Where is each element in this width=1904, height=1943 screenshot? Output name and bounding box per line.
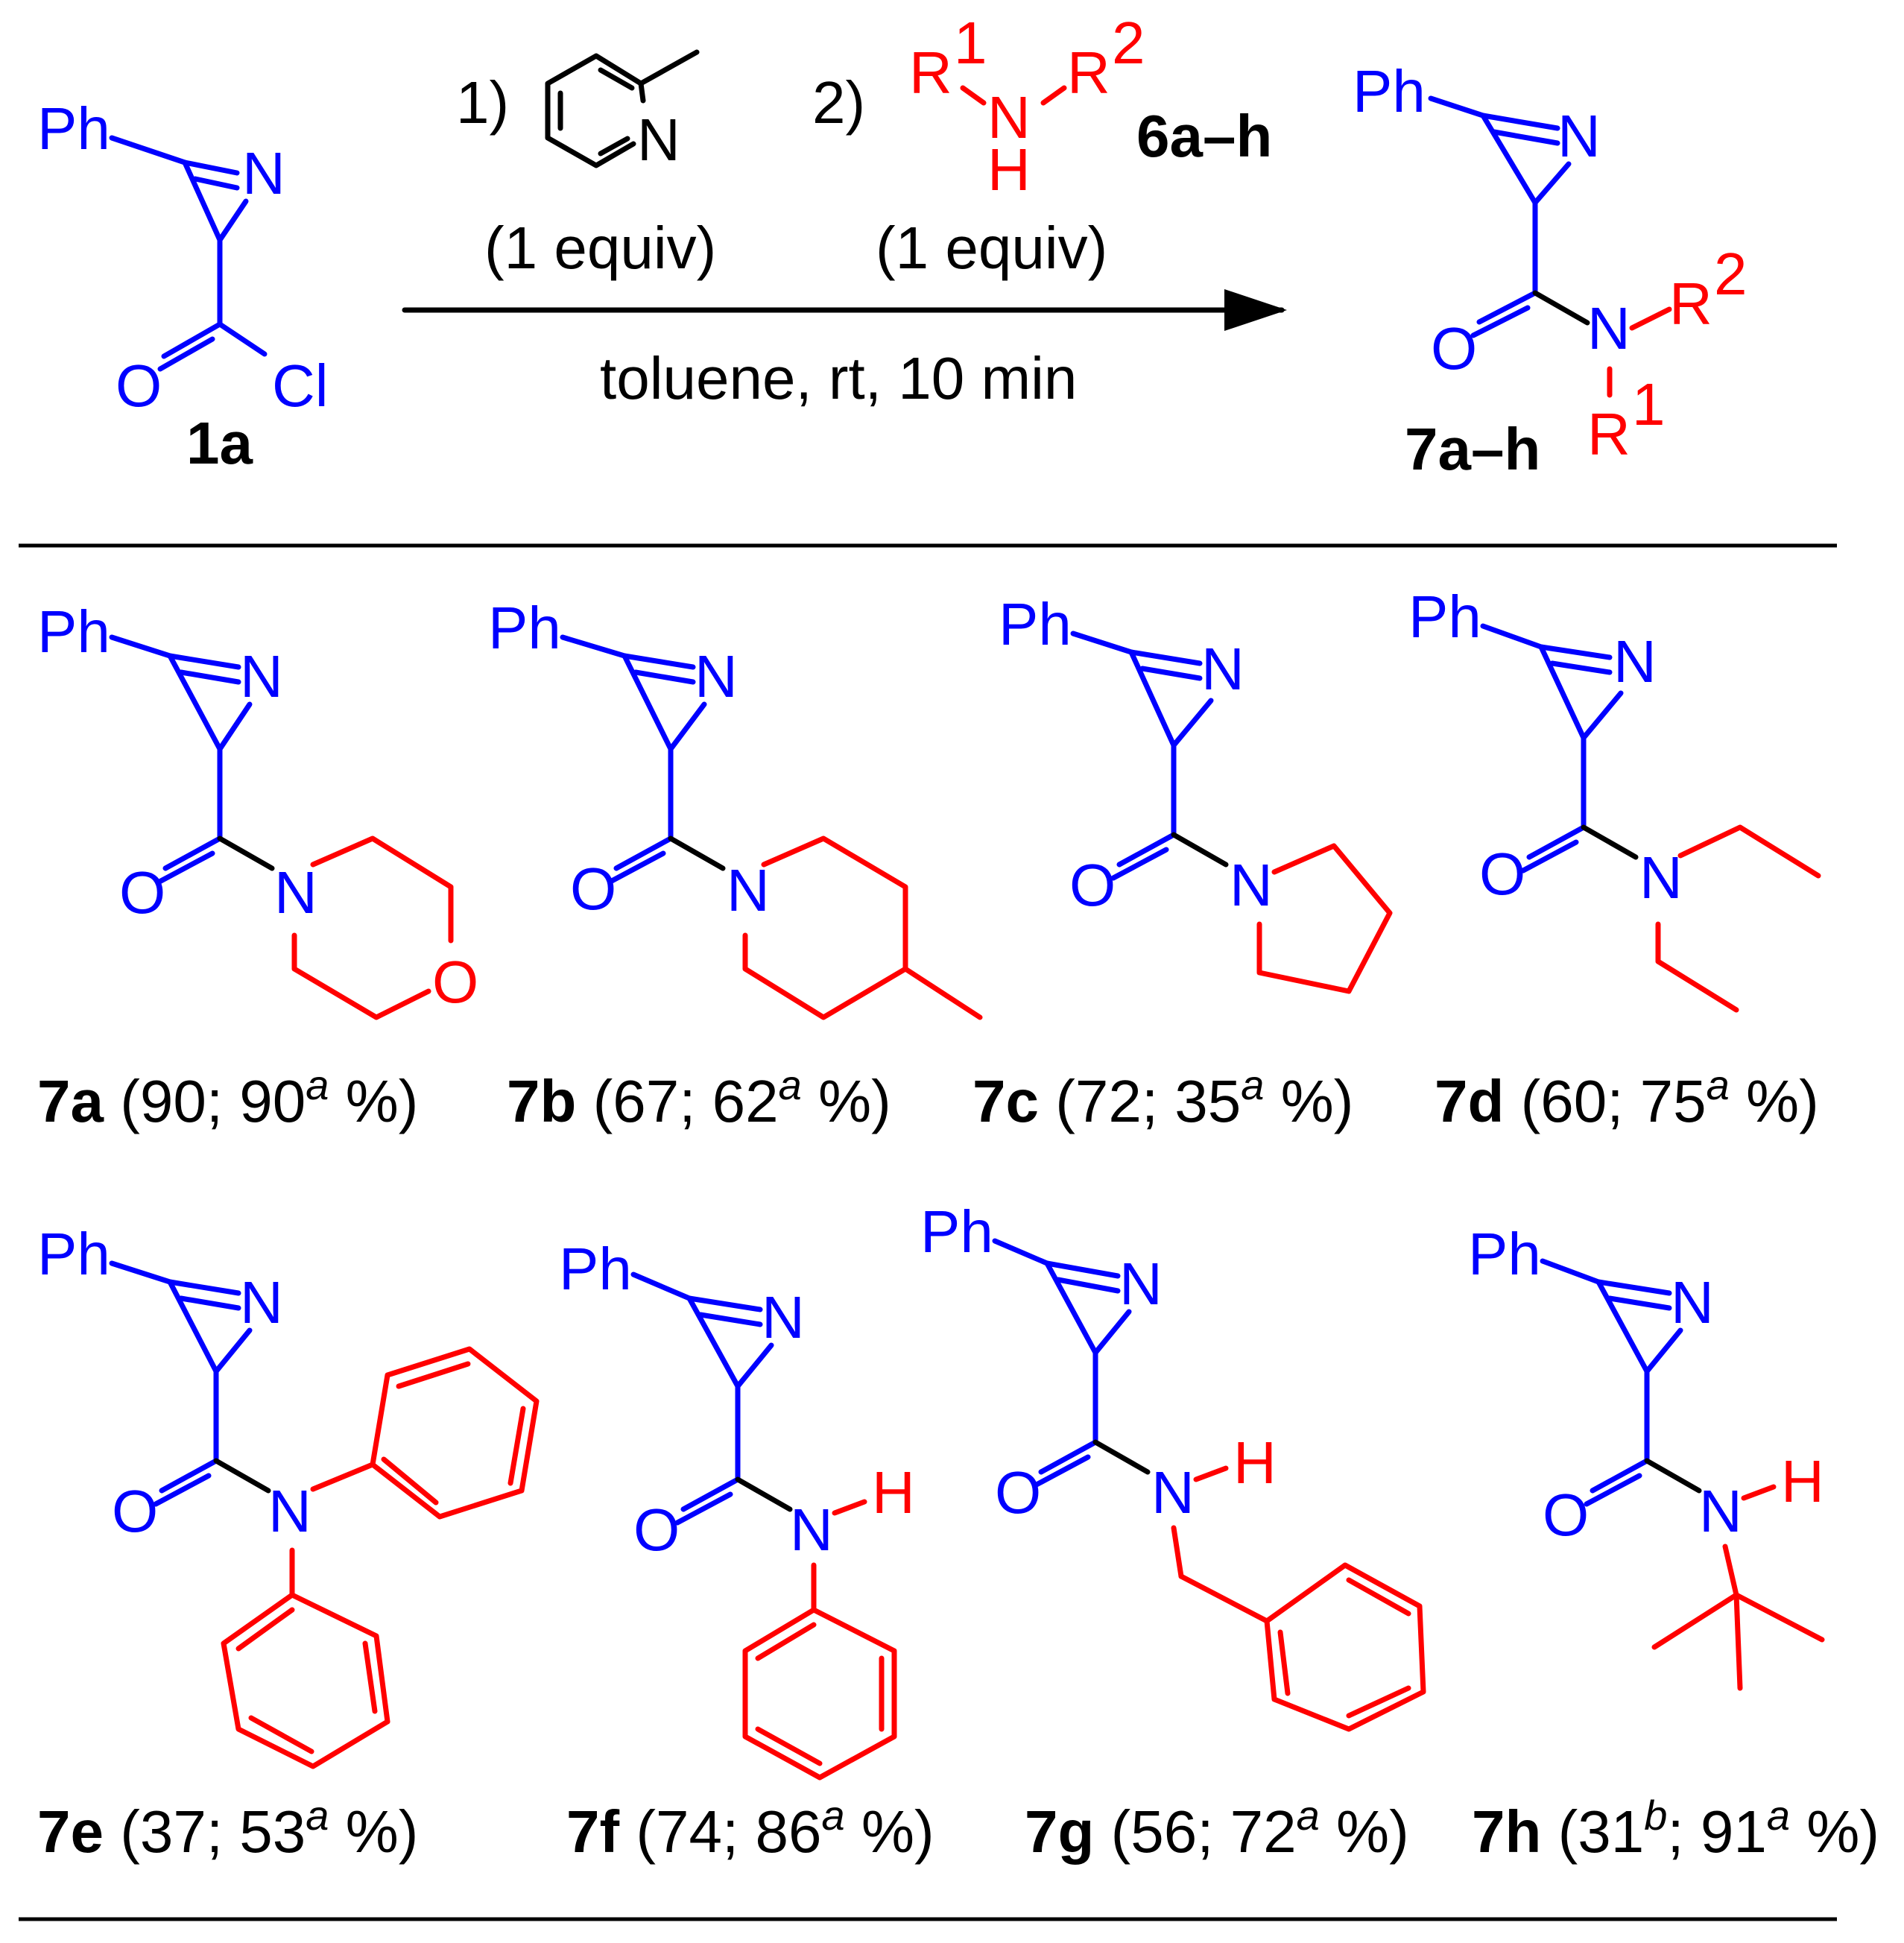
svg-text:N: N (240, 1269, 283, 1336)
svg-text:O: O (119, 859, 165, 926)
svg-text:N: N (268, 1478, 311, 1544)
chlorine-atom: Cl (272, 353, 329, 419)
svg-text:N: N (240, 643, 283, 710)
svg-text:H: H (1781, 1448, 1824, 1514)
svg-text:Ph: Ph (1353, 58, 1426, 124)
product-7f-structure: Ph N O N H (559, 1236, 915, 1781)
svg-text:N: N (1151, 1459, 1195, 1526)
svg-text:O: O (1543, 1482, 1589, 1548)
yield-7c: 7c (72; 35a %) (972, 1061, 1353, 1134)
svg-text:H: H (1233, 1429, 1277, 1496)
svg-text:H: H (987, 136, 1031, 203)
svg-text:Ph: Ph (999, 591, 1072, 657)
svg-text:1: 1 (1632, 371, 1666, 437)
svg-text:N: N (1557, 103, 1601, 169)
svg-text:N: N (1587, 295, 1631, 361)
reactant-1a-structure: Ph N O Cl (37, 95, 329, 419)
svg-text:7g (56; 72a %): 7g (56; 72a %) (1025, 1792, 1409, 1865)
step2-equiv: (1 equiv) (876, 215, 1107, 281)
svg-text:O: O (1479, 841, 1525, 907)
product-7g-structure: Ph N O N H (920, 1198, 1426, 1732)
azirine-nitrogen: N (242, 140, 285, 206)
svg-text:R: R (1669, 271, 1712, 337)
product-7c-structure: Ph N O N (999, 591, 1393, 994)
svg-text:N: N (1201, 636, 1244, 702)
2-methylpyridine-structure: N (545, 49, 700, 173)
svg-text:O: O (112, 1478, 158, 1544)
svg-text:N: N (762, 1284, 805, 1350)
svg-text:Ph: Ph (37, 1221, 110, 1287)
step1-number: 1) (456, 69, 509, 136)
svg-text:O: O (1431, 315, 1477, 382)
svg-text:7d (60; 75a %): 7d (60; 75a %) (1435, 1061, 1819, 1134)
product-7h-structure: Ph N O N H (1468, 1221, 1825, 1691)
yield-7b: 7b (67; 62a %) (507, 1061, 891, 1134)
carbonyl-oxygen: O (116, 353, 162, 419)
reaction-conditions: toluene, rt, 10 min (600, 345, 1077, 411)
svg-text:N: N (1639, 844, 1683, 911)
svg-text:N: N (987, 84, 1031, 151)
svg-text:2: 2 (1112, 10, 1145, 76)
product-7a-structure: Ph N O N O (37, 598, 478, 1020)
svg-text:R: R (1067, 40, 1110, 106)
svg-text:N: N (727, 857, 770, 923)
product-7d-structure: Ph N O N (1408, 584, 1821, 1013)
svg-text:2: 2 (1714, 241, 1748, 307)
svg-text:Ph: Ph (1408, 584, 1481, 650)
svg-text:N: N (1613, 628, 1657, 695)
amine-label: 6a–h (1136, 103, 1272, 169)
yield-7e: 7e (37; 53a %) (37, 1792, 418, 1865)
pyridine-nitrogen: N (637, 107, 680, 173)
svg-text:N: N (1699, 1478, 1742, 1544)
svg-text:7e (37; 53a %): 7e (37; 53a %) (37, 1792, 418, 1865)
amine-6-structure: R 1 N H R 2 (909, 10, 1145, 203)
svg-text:Ph: Ph (488, 595, 561, 661)
svg-text:1: 1 (954, 10, 987, 76)
step1-equiv: (1 equiv) (484, 215, 716, 281)
svg-text:7a (90; 90a %): 7a (90; 90a %) (37, 1061, 418, 1134)
svg-text:O: O (570, 856, 616, 922)
phenyl-label: Ph (37, 95, 110, 162)
reactant-label: 1a (186, 410, 253, 476)
svg-text:O: O (995, 1459, 1041, 1526)
svg-text:N: N (695, 643, 738, 710)
product-label: 7a–h (1405, 416, 1540, 482)
yield-7h: 7h (31b; 91a %) (1472, 1792, 1879, 1865)
svg-text:H: H (872, 1459, 915, 1526)
svg-text:7b (67; 62a %): 7b (67; 62a %) (507, 1061, 891, 1134)
svg-text:7h (31b; 91a %): 7h (31b; 91a %) (1472, 1792, 1879, 1865)
yield-7d: 7d (60; 75a %) (1435, 1061, 1819, 1134)
product-7b-structure: Ph N O N (488, 595, 983, 1020)
yield-7a: 7a (90; 90a %) (37, 1061, 418, 1134)
svg-text:N: N (1119, 1251, 1163, 1317)
svg-text:7f (74; 86a %): 7f (74; 86a %) (566, 1792, 934, 1865)
step2-number: 2) (812, 69, 865, 136)
svg-text:N: N (1230, 852, 1273, 918)
svg-text:O: O (432, 949, 478, 1015)
product-general-structure: Ph N O N R 2 R 1 (1353, 58, 1748, 467)
yield-7g: 7g (56; 72a %) (1025, 1792, 1409, 1865)
svg-text:Ph: Ph (37, 598, 110, 665)
svg-text:N: N (274, 859, 317, 926)
svg-text:O: O (1069, 852, 1116, 918)
svg-text:R: R (909, 40, 952, 106)
svg-text:N: N (790, 1497, 833, 1563)
product-7e-structure: Ph N O N (37, 1221, 540, 1769)
svg-text:O: O (633, 1497, 680, 1563)
svg-text:Ph: Ph (920, 1198, 993, 1265)
svg-text:Ph: Ph (1468, 1221, 1541, 1287)
svg-text:R: R (1587, 401, 1631, 467)
svg-text:N: N (1671, 1269, 1714, 1336)
yield-7f: 7f (74; 86a %) (566, 1792, 934, 1865)
svg-text:Ph: Ph (559, 1236, 632, 1302)
svg-text:7c (72; 35a %): 7c (72; 35a %) (972, 1061, 1353, 1134)
